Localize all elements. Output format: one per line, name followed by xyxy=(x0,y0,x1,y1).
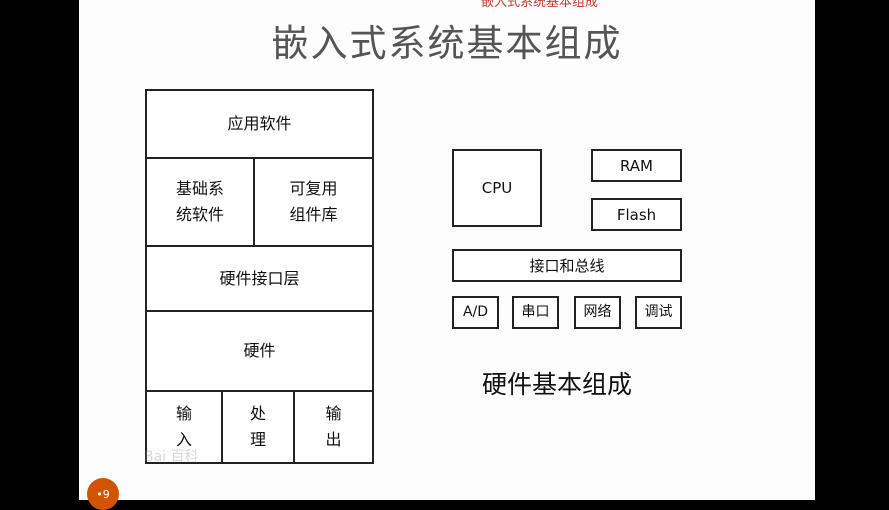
hardware-interface-layer-box: 硬件接口层 xyxy=(145,245,374,312)
watermark: Bai 百科 xyxy=(144,449,199,465)
input-line2: 入 xyxy=(175,430,192,449)
network-label: 网络 xyxy=(583,304,612,321)
interface-bus-box: 接口和总线 xyxy=(452,249,682,282)
interface-bus-label: 接口和总线 xyxy=(529,256,605,275)
application-software-label: 应用软件 xyxy=(227,114,292,134)
basic-system-software-line2: 统软件 xyxy=(175,205,224,224)
cpu-box: CPU xyxy=(452,149,542,227)
hardware-label: 硬件 xyxy=(243,341,276,361)
network-box: 网络 xyxy=(574,296,621,329)
process-box: 处 理 xyxy=(221,390,295,464)
debug-label: 调试 xyxy=(644,304,673,321)
slide-title: 嵌入式系统基本组成 xyxy=(271,22,623,65)
debug-box: 调试 xyxy=(635,296,682,329)
hardware-interface-layer-label: 硬件接口层 xyxy=(219,268,300,288)
flash-label: Flash xyxy=(616,205,657,224)
output-box: 输 出 xyxy=(293,390,374,464)
basic-system-software-box: 基础系 统软件 xyxy=(145,157,255,247)
ram-box: RAM xyxy=(591,149,682,182)
reusable-component-library-box: 可复用 组件库 xyxy=(253,157,374,247)
slide: 嵌入式系统基本组成 嵌入式系统基本组成 应用软件 基础系 统软件 可复用 组件库… xyxy=(79,0,815,510)
ram-label: RAM xyxy=(619,156,654,175)
application-software-box: 应用软件 xyxy=(145,89,374,159)
hardware-caption: 硬件基本组成 xyxy=(482,370,633,399)
process-line1: 处 xyxy=(249,404,266,424)
top-note: 嵌入式系统基本组成 xyxy=(481,0,599,10)
hardware-box: 硬件 xyxy=(145,310,374,392)
cpu-label: CPU xyxy=(481,179,513,197)
reusable-component-line1: 可复用 xyxy=(289,179,338,199)
output-line1: 输 xyxy=(325,404,342,424)
process-line2: 理 xyxy=(249,430,266,449)
serial-port-box: 串口 xyxy=(512,296,559,329)
serial-port-label: 串口 xyxy=(521,304,550,321)
page-number-badge: •9 xyxy=(87,478,119,510)
basic-system-software-line1: 基础系 xyxy=(175,179,224,199)
flash-box: Flash xyxy=(591,198,682,231)
ad-box: A/D xyxy=(452,296,499,329)
ad-label: A/D xyxy=(462,304,489,321)
reusable-component-line2: 组件库 xyxy=(289,205,338,224)
input-box: 输 入 xyxy=(145,390,223,464)
input-line1: 输 xyxy=(175,404,192,424)
output-line2: 出 xyxy=(325,430,342,449)
